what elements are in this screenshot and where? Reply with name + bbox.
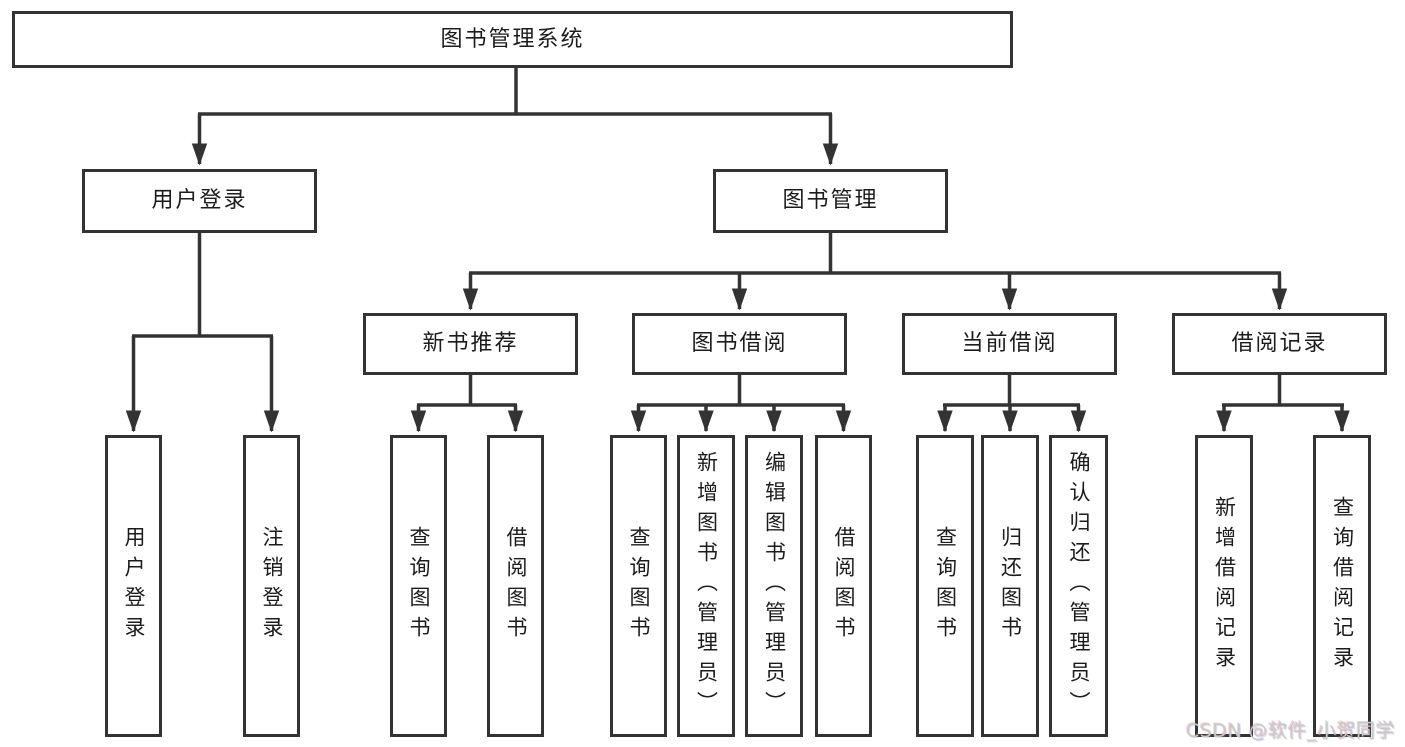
node-book-management: 图书管理 — [713, 169, 948, 233]
node-book-borrowing: 图书借阅 — [632, 313, 847, 375]
connector-book-management-children — [469, 233, 1281, 309]
leaf-borrow-books-recommend: 借阅图书 — [487, 435, 544, 737]
leaf-return-books: 归还图书 — [981, 435, 1039, 737]
node-user-login: 用户登录 — [82, 169, 317, 233]
leaf-add-borrow-record: 新增借阅记录 — [1195, 435, 1253, 737]
leaf-query-books-current: 查询图书 — [916, 435, 974, 737]
leaf-edit-books-admin: 编辑图书（管理员） — [745, 435, 803, 737]
connector-book-borrowing-children — [637, 375, 845, 431]
leaf-query-borrow-record: 查询借阅记录 — [1313, 435, 1371, 737]
connector-current-borrowing-children — [943, 375, 1080, 431]
node-borrowing-records: 借阅记录 — [1172, 313, 1387, 375]
leaf-logout: 注销登录 — [243, 435, 300, 737]
connector-borrowing-records-children — [1222, 375, 1344, 431]
leaf-user-login: 用户登录 — [105, 435, 162, 737]
leaf-confirm-return-admin: 确认归还（管理员） — [1049, 435, 1108, 737]
connector-root-to-level2 — [198, 68, 832, 164]
leaf-query-books-borrowing: 查询图书 — [610, 435, 667, 737]
node-library-management-system: 图书管理系统 — [12, 11, 1013, 68]
csdn-watermark: CSDN @软件_小贺同学 — [1186, 720, 1396, 742]
leaf-add-books-admin: 新增图书（管理员） — [677, 435, 735, 737]
node-new-book-recommendation: 新书推荐 — [363, 313, 578, 375]
leaf-borrow-books-borrowing: 借阅图书 — [815, 435, 872, 737]
connector-user-login-children — [132, 233, 273, 431]
connector-new-book-children — [417, 375, 517, 431]
leaf-query-books-recommend: 查询图书 — [390, 435, 447, 737]
node-current-borrowing: 当前借阅 — [902, 313, 1117, 375]
